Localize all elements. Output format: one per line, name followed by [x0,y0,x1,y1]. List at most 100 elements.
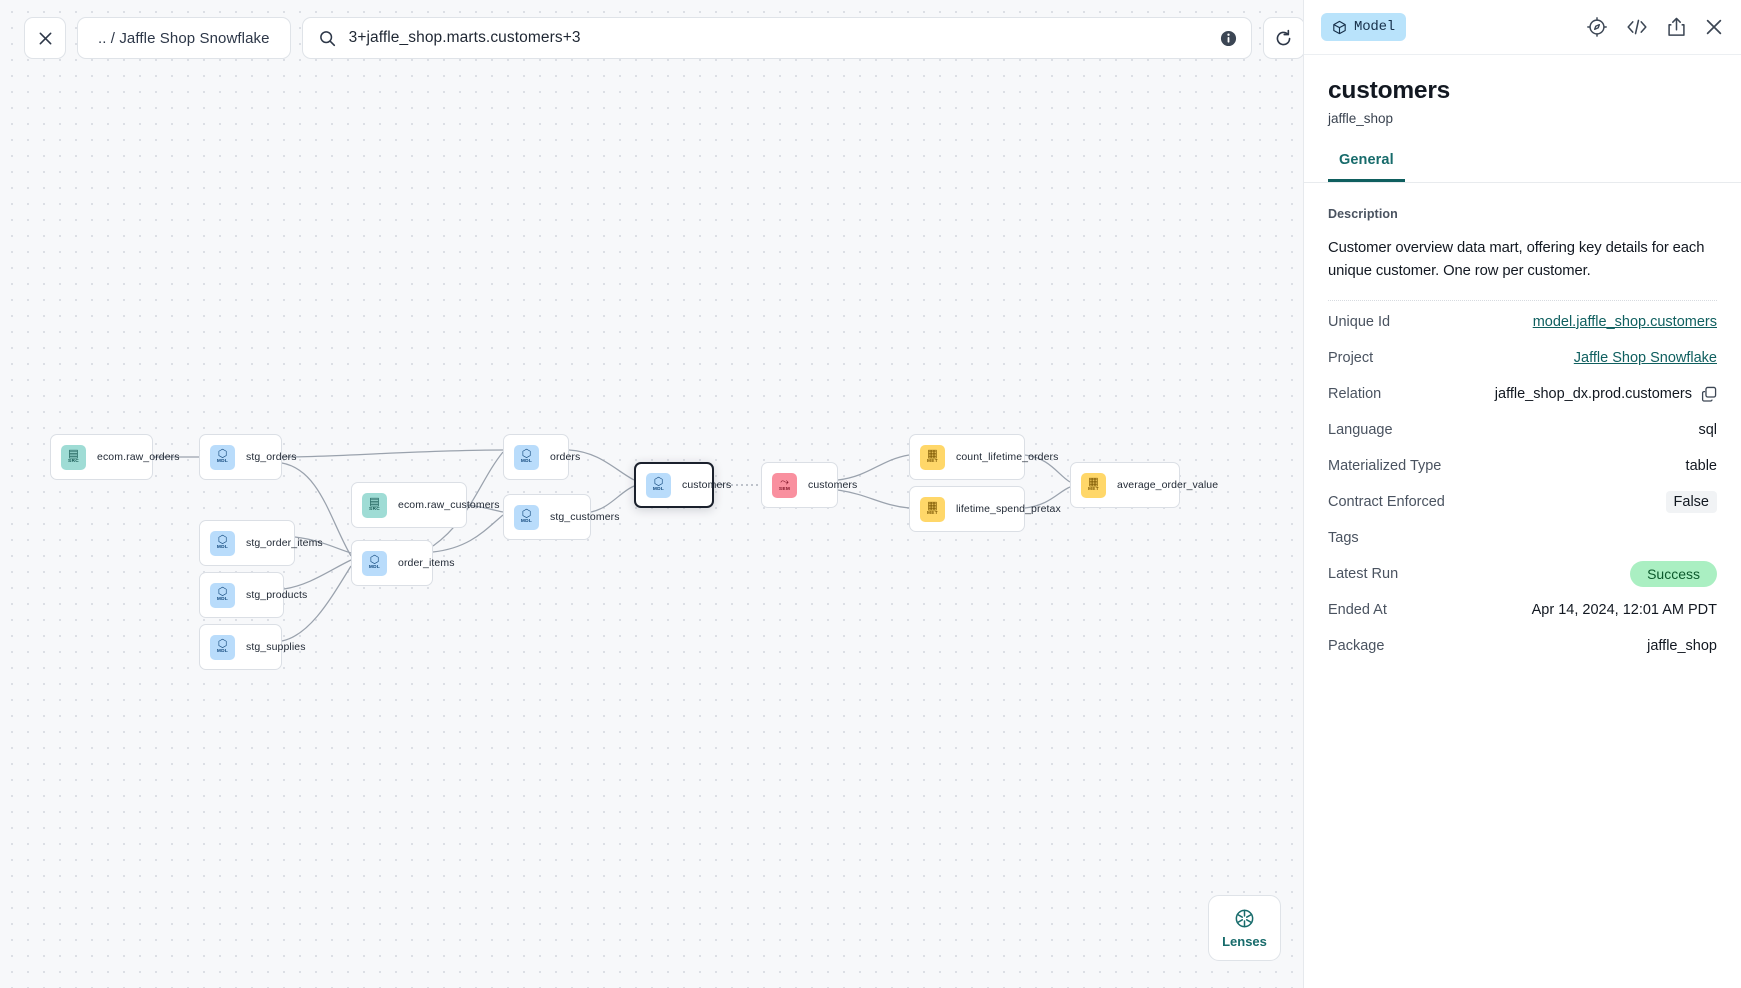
node-label: orders [550,451,581,463]
node-type-badge-mdl-icon: ⬡MDL [210,444,235,470]
status-badge: Success [1630,560,1717,587]
lineage-node-count_lifetime_orders[interactable]: ▦MET count_lifetime_orders [909,434,1058,480]
lineage-node-stg_order_items[interactable]: ⬡MDL stg_order_items [199,520,323,566]
node-label: stg_supplies [246,641,306,653]
node-label: customers [808,479,858,491]
node-label: ecom.raw_orders [97,451,180,463]
node-type-badge-sem-icon: ⤳SEM [772,472,797,498]
lineage-node-stg_customers[interactable]: ⬡MDL stg_customers [503,494,619,540]
node-label: stg_customers [550,511,620,523]
resource-type-badge: Model [1321,13,1407,41]
lenses-button[interactable]: Lenses [1208,895,1281,961]
detail-row: Unique Id model.jaffle_shop.customers [1328,304,1717,340]
close-lineage-button[interactable] [24,17,66,59]
node-type-badge-mdl-icon: ⬡MDL [362,550,387,576]
detail-row: Ended At Apr 14, 2024, 12:01 AM PDT [1328,592,1717,628]
detail-key: Project [1328,349,1374,366]
detail-value: table [1685,457,1717,474]
tab-general[interactable]: General [1328,152,1405,182]
lineage-canvas[interactable]: .. / Jaffle Shop Snowflake 3+jaffle_shop… [0,0,1303,988]
details-panel: Model [1303,0,1741,988]
node-label: order_items [398,557,455,569]
lineage-node-customers_sem[interactable]: ⤳SEM customers [761,462,857,508]
detail-row: Tags [1328,520,1717,556]
node-type-badge-mdl-icon: ⬡MDL [514,444,539,470]
node-label: stg_order_items [246,537,323,549]
lineage-search-value: 3+jaffle_shop.marts.customers+3 [348,29,581,46]
explore-compass-icon[interactable] [1587,17,1607,37]
close-panel-icon[interactable] [1705,18,1723,36]
detail-key: Tags [1328,529,1359,546]
node-type-badge-mdl-icon: ⬡MDL [514,504,539,530]
page-title: customers [1328,77,1451,104]
share-icon[interactable] [1667,17,1686,37]
lineage-node-stg_orders[interactable]: ⬡MDL stg_orders [199,434,297,480]
detail-key: Language [1328,421,1393,438]
lineage-node-order_items[interactable]: ⬡MDL order_items [351,540,454,586]
canvas-toolbar: .. / Jaffle Shop Snowflake 3+jaffle_shop… [24,17,1303,59]
detail-key: Latest Run [1328,565,1399,582]
node-label: average_order_value [1117,479,1219,491]
code-icon[interactable] [1626,18,1648,36]
refresh-button[interactable] [1262,17,1303,59]
node-type-badge-met-icon: ▦MET [920,444,945,470]
detail-value: sql [1698,421,1717,438]
detail-value-relation[interactable]: jaffle_shop_dx.prod.customers [1494,385,1692,402]
breadcrumb-button[interactable]: .. / Jaffle Shop Snowflake [77,17,291,59]
node-type-badge-src-icon: ▤SRC [61,444,86,470]
node-label: stg_orders [246,451,297,463]
section-divider [1328,299,1717,301]
lenses-label: Lenses [1222,933,1267,949]
copy-icon[interactable] [1701,386,1717,402]
cube-icon [1333,20,1346,34]
resource-type-label: Model [1354,19,1396,35]
refresh-icon [1276,29,1291,45]
detail-key: Materialized Type [1328,457,1442,474]
detail-row: Package jaffle_shop [1328,628,1717,664]
node-type-badge-mdl-icon: ⬡MDL [646,472,671,498]
node-type-badge-met-icon: ▦MET [920,496,945,522]
node-label: stg_products [246,589,308,601]
detail-value-link[interactable]: Jaffle Shop Snowflake [1573,349,1717,366]
search-info-icon[interactable] [1220,30,1237,47]
lineage-node-lifetime_spend_pretax[interactable]: ▦MET lifetime_spend_pretax [909,486,1061,532]
panel-body: Description Customer overview data mart,… [1304,183,1741,988]
description-label: Description [1328,207,1398,221]
page-subtitle: jaffle_shop [1328,111,1394,126]
node-type-badge-met-icon: ▦MET [1081,472,1106,498]
node-type-badge-mdl-icon: ⬡MDL [210,582,235,608]
detail-row: Latest Run Success [1328,556,1717,592]
panel-header: Model [1304,0,1741,55]
node-type-badge-mdl-icon: ⬡MDL [210,530,235,556]
detail-value-link[interactable]: model.jaffle_shop.customers [1532,313,1717,330]
detail-value: jaffle_shop [1647,637,1717,654]
detail-key: Ended At [1328,601,1387,618]
node-label: lifetime_spend_pretax [956,503,1061,515]
node-label: ecom.raw_customers [398,499,500,511]
node-label: count_lifetime_orders [956,451,1059,463]
search-icon [319,30,335,46]
lineage-search-input[interactable]: 3+jaffle_shop.marts.customers+3 [301,17,1252,59]
lineage-node-stg_products[interactable]: ⬡MDL stg_products [199,572,307,618]
detail-row: Project Jaffle Shop Snowflake [1328,340,1717,376]
lineage-node-ecom_raw_orders[interactable]: ▤SRC ecom.raw_orders [50,434,180,480]
detail-key: Unique Id [1328,313,1391,330]
panel-actions [1587,17,1723,37]
lineage-node-average_order_value[interactable]: ▦MET average_order_value [1070,462,1218,508]
aperture-icon [1235,909,1254,927]
close-icon [39,32,51,44]
panel-tabs: General [1304,152,1741,183]
detail-value: Apr 14, 2024, 12:01 AM PDT [1531,601,1717,618]
detail-key: Relation [1328,385,1382,402]
breadcrumb-label: .. / Jaffle Shop Snowflake [98,29,270,47]
detail-value-chip: False [1665,490,1717,513]
detail-key: Package [1328,637,1385,654]
detail-row: Relation jaffle_shop_dx.prod.customers [1328,376,1717,412]
lineage-node-orders[interactable]: ⬡MDL orders [503,434,580,480]
